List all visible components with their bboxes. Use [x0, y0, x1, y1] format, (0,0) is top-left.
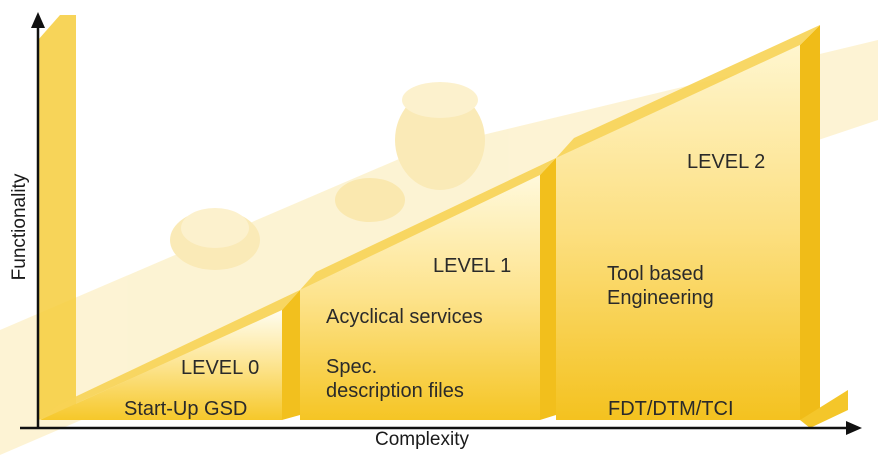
level-2-tool-based: Tool based — [607, 263, 704, 285]
y-axis-arrowhead — [31, 12, 45, 28]
level-2-title: LEVEL 2 — [687, 151, 766, 173]
x-axis-arrowhead — [846, 421, 862, 435]
level-0-wedge — [40, 290, 300, 420]
level-2-engineering: Engineering — [607, 287, 714, 309]
level-2-wedge — [556, 25, 820, 420]
y-axis-label: Functionality — [9, 173, 30, 281]
level-1-spec: Spec. — [326, 356, 378, 378]
axes — [20, 12, 862, 435]
base-shelf — [800, 390, 848, 428]
y-axis-band — [38, 15, 76, 420]
level-1-wedge — [300, 158, 556, 420]
level-2-fdt-dtm-tci: FDT/DTM/TCI — [608, 398, 734, 420]
level-1-title: LEVEL 1 — [433, 255, 512, 277]
level-1-acyclical-services: Acyclical services — [326, 306, 483, 328]
x-axis-label: Complexity — [375, 429, 469, 450]
level-0-description: Start-Up GSD — [124, 398, 248, 420]
level-1-description-files: description files — [326, 380, 464, 402]
level-0-title: LEVEL 0 — [181, 357, 260, 379]
